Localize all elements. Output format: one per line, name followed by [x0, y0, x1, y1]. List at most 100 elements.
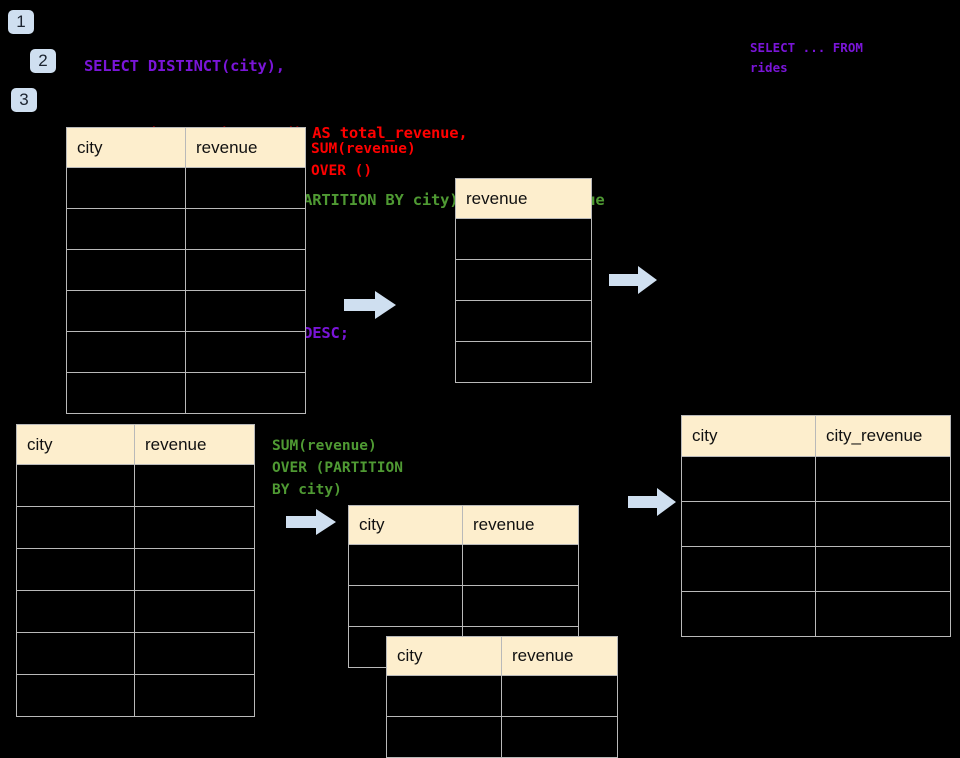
- cell-revenue[interactable]: [455, 218, 592, 260]
- table-row[interactable]: [681, 591, 951, 637]
- cell-revenue[interactable]: [501, 716, 618, 758]
- cell-city[interactable]: [16, 506, 135, 549]
- cell-revenue[interactable]: [462, 585, 579, 627]
- arrow-source-to-total-revenue: [344, 291, 396, 319]
- table-row[interactable]: [348, 585, 579, 627]
- cell-city[interactable]: [681, 456, 816, 502]
- cell-revenue[interactable]: [455, 341, 592, 383]
- cell-city[interactable]: [16, 674, 135, 717]
- table-row[interactable]: [66, 372, 306, 414]
- cell-revenue[interactable]: [501, 675, 618, 717]
- cell-city[interactable]: [16, 464, 135, 507]
- table-row[interactable]: [66, 290, 306, 332]
- table-row[interactable]: [16, 590, 255, 633]
- cell-city[interactable]: [16, 590, 135, 633]
- cell-revenue[interactable]: [455, 300, 592, 342]
- table-row[interactable]: [681, 546, 951, 592]
- cell-city-revenue[interactable]: [815, 501, 951, 547]
- cell-revenue[interactable]: [185, 208, 306, 250]
- column-header-city: city: [386, 636, 502, 676]
- cell-revenue[interactable]: [134, 632, 255, 675]
- table-row[interactable]: [455, 300, 592, 342]
- cell-city[interactable]: [66, 290, 186, 332]
- cell-city[interactable]: [66, 331, 186, 373]
- cell-revenue[interactable]: [185, 372, 306, 414]
- cell-city[interactable]: [348, 544, 463, 586]
- cell-city[interactable]: [66, 167, 186, 209]
- table-row[interactable]: [66, 249, 306, 291]
- arrow-partition-to-result: [628, 488, 676, 516]
- column-header-revenue: revenue: [185, 127, 306, 168]
- step-badge-2[interactable]: 2: [30, 49, 56, 73]
- cell-revenue[interactable]: [185, 331, 306, 373]
- table-row[interactable]: [681, 501, 951, 547]
- cell-revenue[interactable]: [134, 464, 255, 507]
- cell-revenue[interactable]: [455, 259, 592, 301]
- cell-city[interactable]: [681, 501, 816, 547]
- table-row[interactable]: [66, 167, 306, 209]
- cell-revenue[interactable]: [185, 167, 306, 209]
- result-table[interactable]: city city_revenue: [681, 415, 951, 637]
- table-header-row: revenue: [455, 178, 592, 219]
- table-header-row: city revenue: [386, 636, 618, 676]
- cell-city[interactable]: [681, 591, 816, 637]
- column-header-city-revenue: city_revenue: [815, 415, 951, 457]
- cell-city[interactable]: [386, 675, 502, 717]
- cell-city[interactable]: [66, 208, 186, 250]
- step-badge-1[interactable]: 1: [8, 10, 34, 34]
- cell-revenue[interactable]: [134, 506, 255, 549]
- diagram-canvas: 1 2 3 SELECT DISTINCT(city), SUM(revenue…: [8, 10, 951, 758]
- rides-source-table-bottom[interactable]: city revenue: [16, 424, 255, 717]
- cell-city[interactable]: [386, 716, 502, 758]
- arrow-source-to-partition: [286, 509, 336, 535]
- cell-revenue[interactable]: [185, 290, 306, 332]
- table-row[interactable]: [455, 259, 592, 301]
- cell-city-revenue[interactable]: [815, 591, 951, 637]
- annotation-total-revenue: SUM(revenue) OVER (): [311, 141, 416, 179]
- table-header-row: city revenue: [348, 505, 579, 545]
- column-header-revenue: revenue: [134, 424, 255, 465]
- table-header-row: city revenue: [66, 127, 306, 168]
- rides-source-table-top[interactable]: city revenue: [66, 127, 306, 414]
- cell-revenue[interactable]: [134, 548, 255, 591]
- cell-city[interactable]: [66, 372, 186, 414]
- column-header-city: city: [681, 415, 816, 457]
- table-row[interactable]: [386, 675, 618, 717]
- table-row[interactable]: [66, 208, 306, 250]
- table-row[interactable]: [16, 674, 255, 717]
- sql-side-note: SELECT ... FROM rides: [750, 40, 863, 75]
- cell-city-revenue[interactable]: [815, 456, 951, 502]
- column-header-revenue: revenue: [455, 178, 592, 219]
- column-header-city: city: [16, 424, 135, 465]
- cell-revenue[interactable]: [185, 249, 306, 291]
- cell-city[interactable]: [681, 546, 816, 592]
- table-header-row: city city_revenue: [681, 415, 951, 457]
- annotation-city-revenue: SUM(revenue) OVER (PARTITION BY city): [272, 438, 403, 498]
- table-row[interactable]: [455, 341, 592, 383]
- cell-city[interactable]: [16, 632, 135, 675]
- table-row[interactable]: [455, 218, 592, 260]
- total-revenue-table[interactable]: revenue: [455, 178, 592, 383]
- table-row[interactable]: [16, 632, 255, 675]
- table-header-row: city revenue: [16, 424, 255, 465]
- cell-city[interactable]: [66, 249, 186, 291]
- sql-line-select: SELECT DISTINCT(city),: [84, 57, 285, 76]
- cell-city-revenue[interactable]: [815, 546, 951, 592]
- table-row[interactable]: [16, 464, 255, 507]
- table-row[interactable]: [681, 456, 951, 502]
- cell-revenue[interactable]: [134, 674, 255, 717]
- cell-city[interactable]: [348, 585, 463, 627]
- table-row[interactable]: [16, 506, 255, 549]
- table-row[interactable]: [16, 548, 255, 591]
- column-header-revenue: revenue: [462, 505, 579, 545]
- table-row[interactable]: [386, 716, 618, 758]
- partition-group-table-front[interactable]: city revenue: [386, 636, 618, 758]
- arrow-total-revenue-to-result: [609, 266, 657, 294]
- cell-revenue[interactable]: [134, 590, 255, 633]
- table-row[interactable]: [66, 331, 306, 373]
- table-row[interactable]: [348, 544, 579, 586]
- step-badge-3[interactable]: 3: [11, 88, 37, 112]
- column-header-revenue: revenue: [501, 636, 618, 676]
- cell-revenue[interactable]: [462, 544, 579, 586]
- cell-city[interactable]: [16, 548, 135, 591]
